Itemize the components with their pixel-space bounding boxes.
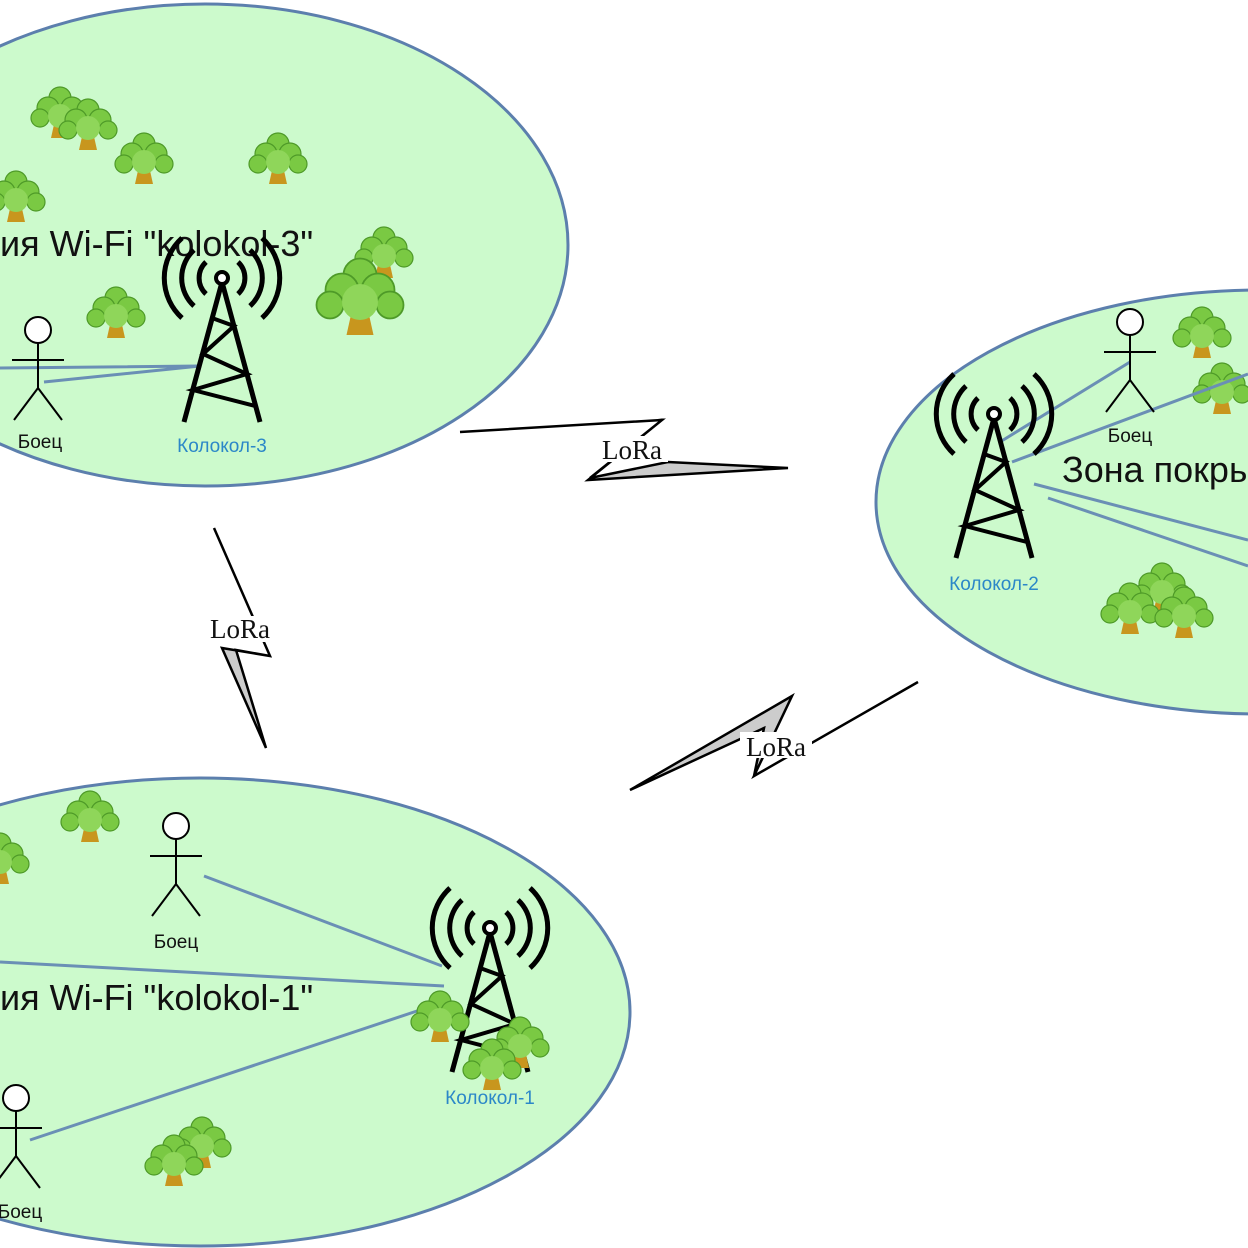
coverage-zone-kolokol-2: Зона покры Колокол-2 Боец <box>874 288 1248 716</box>
lora-link-k3-k1: LoRa <box>204 527 276 749</box>
lora-link-k1-k2: LoRa <box>629 680 919 792</box>
lightning-bolt-icon <box>459 418 789 482</box>
fighter-label: Боец <box>0 1202 42 1223</box>
fighter-label: Боец <box>18 432 63 453</box>
link-label: LoRa <box>746 732 806 762</box>
link-label: LoRa <box>210 614 270 644</box>
lightning-bolt-icon <box>629 680 919 792</box>
tower-label: Колокол-2 <box>949 574 1039 595</box>
coverage-zone-kolokol-3: ия Wi-Fi "kolokol-3" Колокол-3 Боец <box>0 2 570 488</box>
fighter-label: Боец <box>154 932 199 953</box>
lightning-bolt-icon <box>212 527 273 749</box>
lora-link-k3-k2: LoRa <box>459 418 789 482</box>
wifi-link-line <box>0 874 445 1142</box>
zone-ellipse <box>0 776 632 1248</box>
zone-title: ия Wi-Fi "kolokol-3" <box>0 223 313 264</box>
fighter-label: Боец <box>1108 426 1153 447</box>
wifi-link-line <box>999 360 1248 568</box>
wifi-link-line <box>0 364 201 384</box>
zone-title: ия Wi-Fi "kolokol-1" <box>0 977 313 1018</box>
link-label: LoRa <box>602 435 662 465</box>
zone-title: Зона покры <box>1062 449 1248 490</box>
tower-label: Колокол-3 <box>177 436 267 457</box>
tower-label: Колокол-1 <box>445 1088 535 1109</box>
coverage-zone-kolokol-1: ия Wi-Fi "kolokol-1" Колокол-1 Боец Боец <box>0 776 632 1248</box>
